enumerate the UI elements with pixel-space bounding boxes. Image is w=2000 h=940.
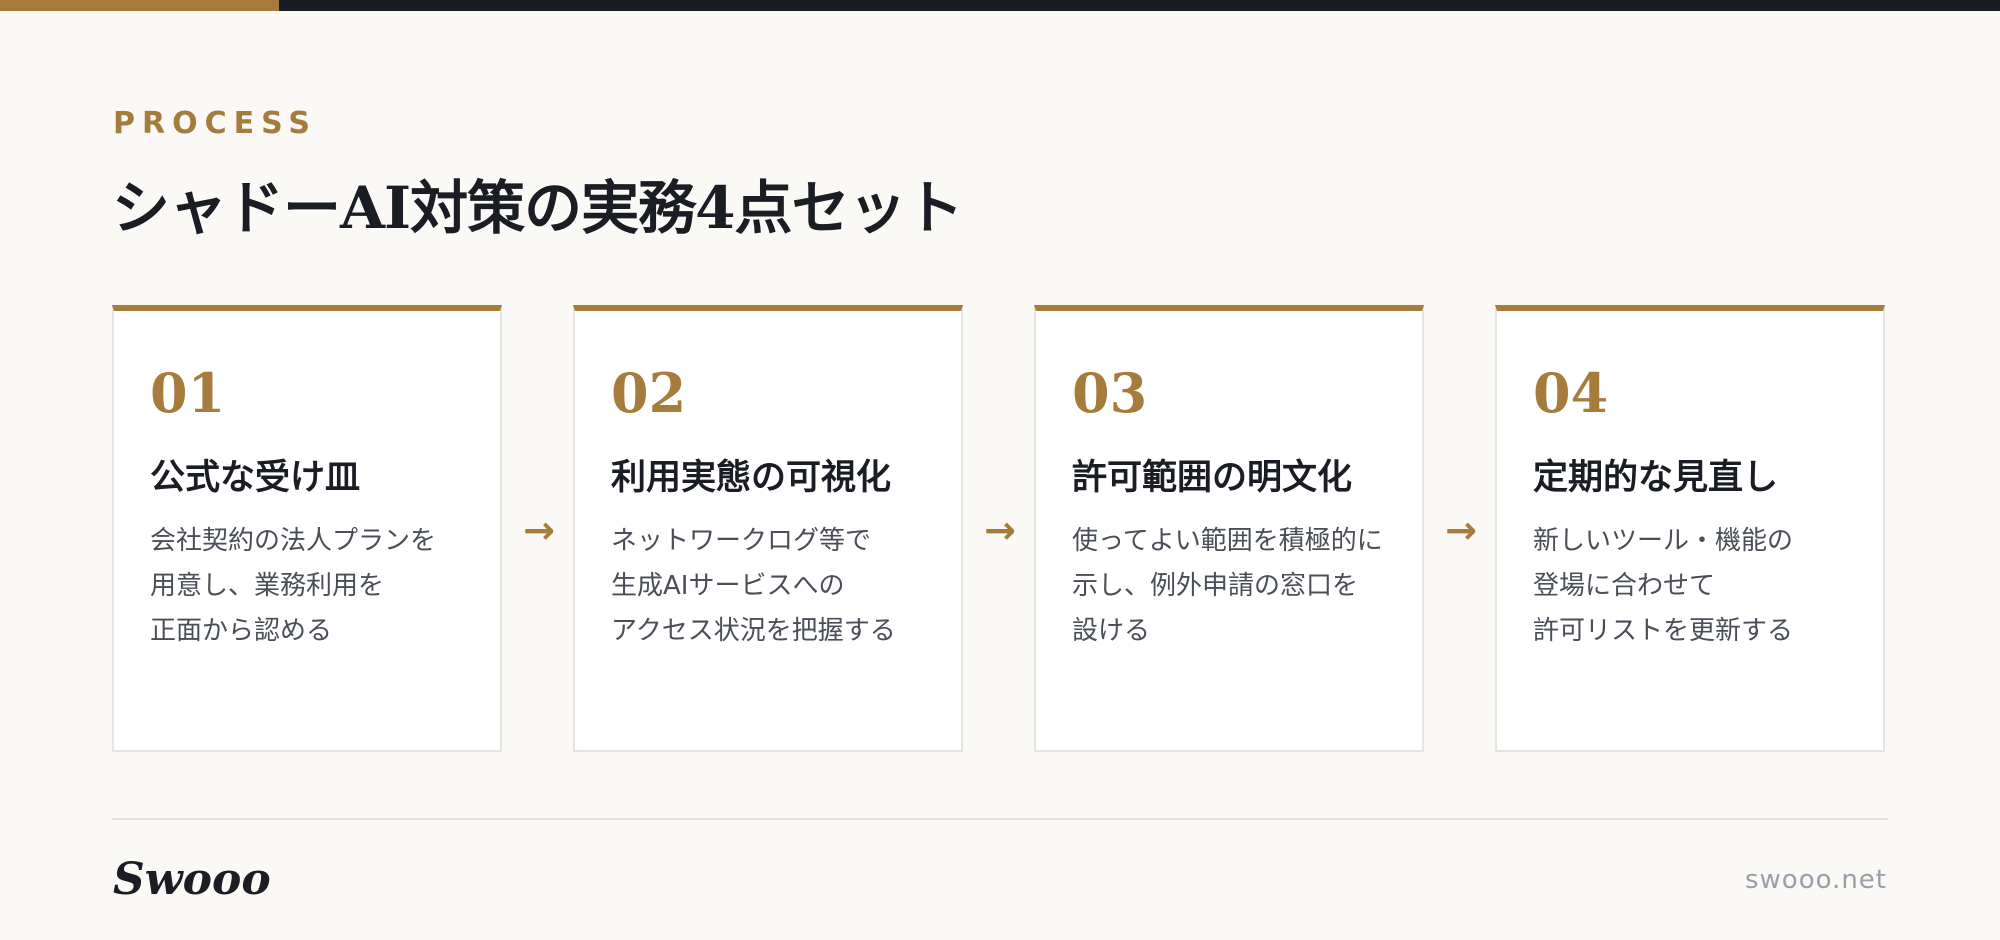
step-card-01: 01 公式な受け皿 会社契約の法人プランを 用意し、業務利用を 正面から認める <box>112 305 502 752</box>
step-title: 公式な受け皿 <box>150 458 361 498</box>
step-description-line: 生成AIサービスへの <box>611 571 845 601</box>
step-description: 新しいツール・機能の 登場に合わせて 許可リストを更新する <box>1533 519 1873 654</box>
step-number: 04 <box>1533 361 1609 425</box>
section-eyebrow: PROCESS <box>113 106 317 141</box>
step-description-line: 示し、例外申請の窓口を <box>1072 571 1359 601</box>
page-title: シャドーAI対策の実務4点セット <box>112 174 963 242</box>
step-card-04: 04 定期的な見直し 新しいツール・機能の 登場に合わせて 許可リストを更新する <box>1495 305 1885 752</box>
step-title: 利用実態の可視化 <box>611 458 892 498</box>
footer-divider <box>112 818 1888 820</box>
top-bar-accent <box>0 0 279 11</box>
arrow-right-icon: → <box>523 508 555 552</box>
step-description-line: 設ける <box>1072 616 1151 646</box>
step-description-line: 新しいツール・機能の <box>1533 526 1794 556</box>
step-description: 会社契約の法人プランを 用意し、業務利用を 正面から認める <box>150 519 490 654</box>
step-description: 使ってよい範囲を積極的に 示し、例外申請の窓口を 設ける <box>1072 519 1412 654</box>
step-number: 02 <box>611 361 687 425</box>
step-title: 許可範囲の明文化 <box>1072 458 1353 498</box>
step-description: ネットワークログ等で 生成AIサービスへの アクセス状況を把握する <box>611 519 951 654</box>
step-description-line: ネットワークログ等で <box>611 526 872 556</box>
step-number: 03 <box>1072 361 1148 425</box>
step-card-03: 03 許可範囲の明文化 使ってよい範囲を積極的に 示し、例外申請の窓口を 設ける <box>1034 305 1424 752</box>
step-card-02: 02 利用実態の可視化 ネットワークログ等で 生成AIサービスへの アクセス状況… <box>573 305 963 752</box>
step-number: 01 <box>150 361 226 425</box>
step-description-line: 使ってよい範囲を積極的に <box>1072 526 1383 556</box>
site-url: swooo.net <box>1744 865 1887 895</box>
step-description-line: 正面から認める <box>150 616 333 646</box>
arrow-right-icon: → <box>984 508 1016 552</box>
step-description-line: 会社契約の法人プランを <box>150 526 437 556</box>
step-description-line: アクセス状況を把握する <box>611 616 896 646</box>
arrow-right-icon: → <box>1445 508 1477 552</box>
step-description-line: 用意し、業務利用を <box>150 571 385 601</box>
step-title: 定期的な見直し <box>1533 458 1779 498</box>
brand-logo: Swooo <box>113 854 271 905</box>
top-bar <box>0 0 2000 11</box>
step-description-line: 登場に合わせて <box>1533 571 1716 601</box>
step-description-line: 許可リストを更新する <box>1533 616 1794 646</box>
